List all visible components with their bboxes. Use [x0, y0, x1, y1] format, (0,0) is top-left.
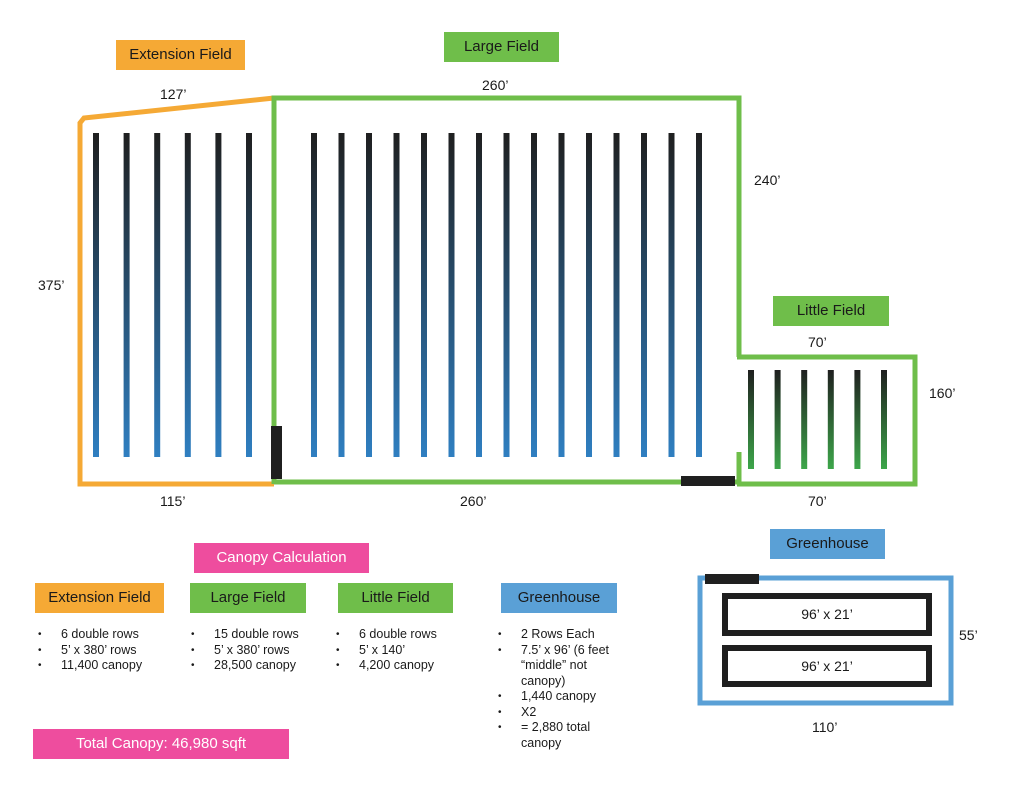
list-item: X2 [498, 705, 628, 721]
large-row [668, 133, 675, 457]
extension-row [184, 133, 191, 457]
canopy-little-list: 6 double rows 5’ x 140’ 4,200 canopy [336, 627, 476, 674]
greenhouse-bottom-dimension: 110’ [812, 719, 838, 735]
greenhouse-right-dimension: 55’ [959, 627, 978, 643]
little-top-dimension: 70’ [808, 334, 827, 350]
list-item: 7.5’ x 96’ (6 feet “middle” not canopy) [498, 643, 628, 690]
large-field-border [271, 95, 742, 484]
canopy-extension-list: 6 double rows 5’ x 380’ rows 11,400 cano… [38, 627, 178, 674]
large-field-tag: Large Field [444, 32, 559, 62]
large-row [393, 133, 400, 457]
little-row [774, 370, 781, 469]
list-item: 5’ x 380’ rows [38, 643, 178, 659]
list-item: 6 double rows [336, 627, 476, 643]
large-row [366, 133, 372, 457]
list-item: 5’ x 380’ rows [191, 643, 331, 659]
large-row [531, 133, 537, 457]
extension-bottom-dimension: 115’ [160, 493, 186, 509]
large-row [641, 133, 647, 457]
canopy-greenhouse-tag: Greenhouse [501, 583, 617, 613]
greenhouse-row-top-label: 96’ x 21’ [801, 606, 853, 622]
list-item: 15 double rows [191, 627, 331, 643]
extension-row [215, 133, 222, 457]
list-item: 1,440 canopy [498, 689, 628, 705]
large-row [503, 133, 510, 457]
list-item: 5’ x 140’ [336, 643, 476, 659]
extension-row [154, 133, 161, 457]
little-row [801, 370, 808, 469]
large-row [311, 133, 317, 457]
greenhouse-door [705, 574, 759, 584]
canopy-little-tag: Little Field [338, 583, 453, 613]
greenhouse-tag: Greenhouse [770, 529, 885, 559]
large-row [586, 133, 592, 457]
little-field-tag: Little Field [773, 296, 889, 326]
extension-row [123, 133, 130, 457]
little-row [854, 370, 861, 469]
extension-left-dimension: 375’ [38, 277, 65, 293]
list-item: 6 double rows [38, 627, 178, 643]
large-right-dimension: 240’ [754, 172, 781, 188]
large-field-gate [681, 476, 735, 486]
extension-field-border [77, 95, 275, 487]
canopy-extension-tag: Extension Field [35, 583, 164, 613]
large-row [338, 133, 345, 457]
greenhouse-row-top: 96’ x 21’ [722, 593, 932, 636]
large-row [476, 133, 482, 457]
large-row [421, 133, 427, 457]
list-item: = 2,880 total canopy [498, 720, 628, 751]
little-field-border [737, 354, 918, 487]
large-top-dimension: 260’ [482, 77, 509, 93]
extension-field-tag: Extension Field [116, 40, 245, 70]
greenhouse-row-bottom: 96’ x 21’ [722, 645, 932, 687]
canopy-large-tag: Large Field [190, 583, 306, 613]
list-item: 28,500 canopy [191, 658, 331, 674]
canopy-calculation-title: Canopy Calculation [194, 543, 369, 573]
total-canopy-badge: Total Canopy: 46,980 sqft [33, 729, 289, 759]
extension-row [246, 133, 252, 457]
extension-gate [271, 426, 282, 479]
greenhouse-border [697, 575, 954, 706]
large-row [558, 133, 565, 457]
greenhouse-row-bottom-label: 96’ x 21’ [801, 658, 853, 674]
large-bottom-dimension: 260’ [460, 493, 487, 509]
extension-top-dimension: 127’ [160, 86, 187, 102]
list-item: 4,200 canopy [336, 658, 476, 674]
little-row [881, 370, 887, 469]
list-item: 2 Rows Each [498, 627, 628, 643]
large-row [448, 133, 455, 457]
little-right-dimension: 160’ [929, 385, 956, 401]
list-item: 11,400 canopy [38, 658, 178, 674]
little-row [748, 370, 754, 469]
large-row [613, 133, 620, 457]
large-row [696, 133, 702, 457]
little-bottom-dimension: 70’ [808, 493, 827, 509]
extension-row [93, 133, 99, 457]
little-row [827, 370, 834, 469]
canopy-large-list: 15 double rows 5’ x 380’ rows 28,500 can… [191, 627, 331, 674]
canopy-greenhouse-list: 2 Rows Each 7.5’ x 96’ (6 feet “middle” … [498, 627, 628, 751]
